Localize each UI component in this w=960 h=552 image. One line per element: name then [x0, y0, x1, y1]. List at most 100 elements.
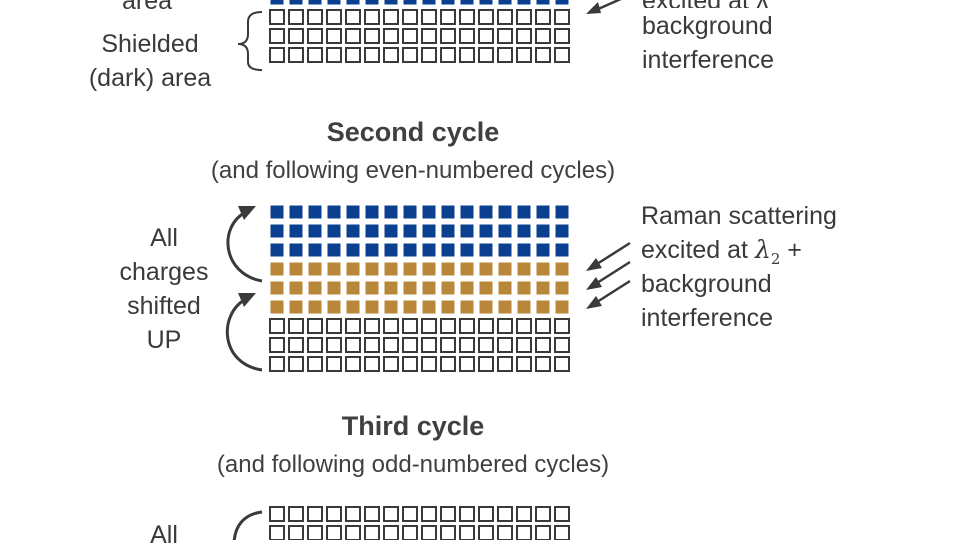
ccd-pixel-blue	[383, 242, 399, 258]
ccd-pixel-blue	[269, 204, 285, 220]
ccd-pixel-blue	[326, 204, 342, 220]
ccd-pixel-empty	[497, 337, 513, 353]
ccd-pixel-blue	[288, 242, 304, 258]
ccd-pixel-blue	[440, 223, 456, 239]
ccd-pixel-blue	[554, 204, 570, 220]
ccd-pixel-blue	[421, 223, 437, 239]
section1-right-label-line2: background	[642, 12, 773, 40]
ccd-pixel-empty	[535, 28, 551, 44]
ccd-pixel-blue	[516, 223, 532, 239]
ccd-pixel-gold	[402, 261, 418, 277]
ccd-pixel-gold	[478, 280, 494, 296]
ccd-pixel-empty	[364, 356, 380, 372]
ccd-pixel-empty	[383, 337, 399, 353]
area-label-fragment: area	[121, 0, 173, 15]
ccd-pixel-blue	[402, 223, 418, 239]
ccd-pixel-blue	[288, 223, 304, 239]
ccd-pixel-empty	[345, 47, 361, 63]
ccd-pixel-empty	[440, 28, 456, 44]
ccd-pixel-empty	[497, 525, 513, 540]
ccd-pixel-blue	[402, 242, 418, 258]
ccd-pixel-empty	[554, 525, 570, 540]
ccd-pixel-blue	[383, 0, 399, 6]
ccd-pixel-empty	[269, 318, 285, 334]
ccd-pixel-blue	[535, 223, 551, 239]
ccd-pixel-empty	[288, 318, 304, 334]
ccd-pixel-blue	[554, 223, 570, 239]
ccd-pixel-empty	[421, 318, 437, 334]
ccd-pixel-blue	[478, 0, 494, 6]
ccd-pixel-empty	[402, 47, 418, 63]
ccd-pixel-empty	[421, 525, 437, 540]
second-cycle-subtitle: (and following even-numbered cycles)	[210, 157, 616, 184]
ccd-pixel-gold	[535, 261, 551, 277]
ccd-pixel-gold	[326, 261, 342, 277]
shift-label-line2: charges	[119, 258, 209, 286]
ccd-pixel-empty	[440, 318, 456, 334]
ccd-pixel-empty	[364, 9, 380, 25]
ccd-pixel-blue	[383, 204, 399, 220]
ccd-pixel-blue	[440, 0, 456, 6]
ccd-pixel-blue	[326, 242, 342, 258]
ccd-pixel-empty	[421, 28, 437, 44]
ccd-pixel-blue	[307, 223, 323, 239]
ccd-pixel-empty	[497, 506, 513, 522]
shift-up-arrow-upper	[226, 210, 263, 283]
ccd-pixel-blue	[554, 0, 570, 6]
ccd-pixel-empty	[497, 9, 513, 25]
ccd-pixel-gold	[383, 299, 399, 315]
ccd-pixel-gold	[497, 299, 513, 315]
ccd-pixel-blue	[440, 204, 456, 220]
ccd-pixel-gold	[440, 261, 456, 277]
ccd-pixel-empty	[383, 47, 399, 63]
ccd-pixel-empty	[326, 9, 342, 25]
ccd-pixel-empty	[497, 318, 513, 334]
ccd-pixel-blue	[516, 242, 532, 258]
ccd-pixel-gold	[269, 299, 285, 315]
ccd-pixel-gold	[440, 280, 456, 296]
ccd-pixel-empty	[440, 47, 456, 63]
ccd-pixel-gold	[383, 280, 399, 296]
ccd-pixel-empty	[383, 28, 399, 44]
ccd-pixel-empty	[497, 356, 513, 372]
ccd-pixel-gold	[383, 261, 399, 277]
ccd-pixel-gold	[516, 299, 532, 315]
lambda-symbol: λ2	[754, 235, 781, 268]
ccd-pixel-empty	[440, 525, 456, 540]
ccd-pixel-empty	[554, 318, 570, 334]
ccd-pixel-empty	[440, 356, 456, 372]
ccd-pixel-empty	[269, 9, 285, 25]
ccd-pixel-gold	[554, 280, 570, 296]
gold-row-arrowhead-1	[586, 258, 602, 271]
ccd-pixel-empty	[326, 47, 342, 63]
ccd-pixel-empty	[478, 9, 494, 25]
ccd-pixel-empty	[326, 525, 342, 540]
ccd-pixel-blue	[497, 223, 513, 239]
ccd-pixel-empty	[345, 525, 361, 540]
ccd-pixel-empty	[269, 28, 285, 44]
ccd-pixel-gold	[402, 299, 418, 315]
ccd-pixel-gold	[288, 280, 304, 296]
ccd-pixel-empty	[516, 28, 532, 44]
ccd-pixel-empty	[383, 318, 399, 334]
ccd-pixel-empty	[364, 506, 380, 522]
ccd-pixel-gold	[535, 299, 551, 315]
ccd-pixel-gold	[345, 299, 361, 315]
ccd-pixel-blue	[269, 0, 285, 6]
ccd-pixel-empty	[326, 28, 342, 44]
ccd-pixel-empty	[535, 337, 551, 353]
gold-row-arrow-2	[596, 260, 631, 285]
ccd-pixel-empty	[364, 47, 380, 63]
ccd-pixel-empty	[345, 9, 361, 25]
ccd-pixel-blue	[459, 223, 475, 239]
ccd-pixel-empty	[364, 28, 380, 44]
ccd-pixel-empty	[383, 356, 399, 372]
shift-up-arrow-upper-head	[238, 206, 256, 220]
ccd-pixel-empty	[326, 506, 342, 522]
ccd-pixel-empty	[402, 356, 418, 372]
ccd-pixel-empty	[345, 356, 361, 372]
ccd-pixel-gold	[364, 261, 380, 277]
ccd-pixel-blue	[402, 0, 418, 6]
ccd-pixel-empty	[440, 506, 456, 522]
ccd-pixel-empty	[554, 28, 570, 44]
